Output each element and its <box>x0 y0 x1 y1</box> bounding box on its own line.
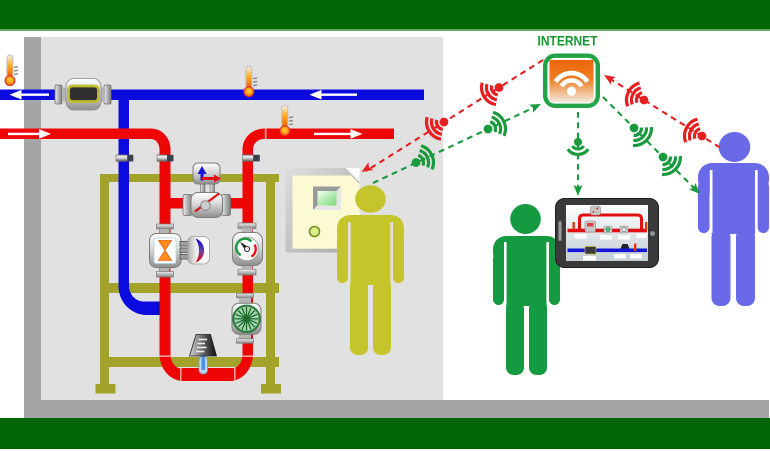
svg-text:INTERNET: INTERNET <box>538 33 598 49</box>
